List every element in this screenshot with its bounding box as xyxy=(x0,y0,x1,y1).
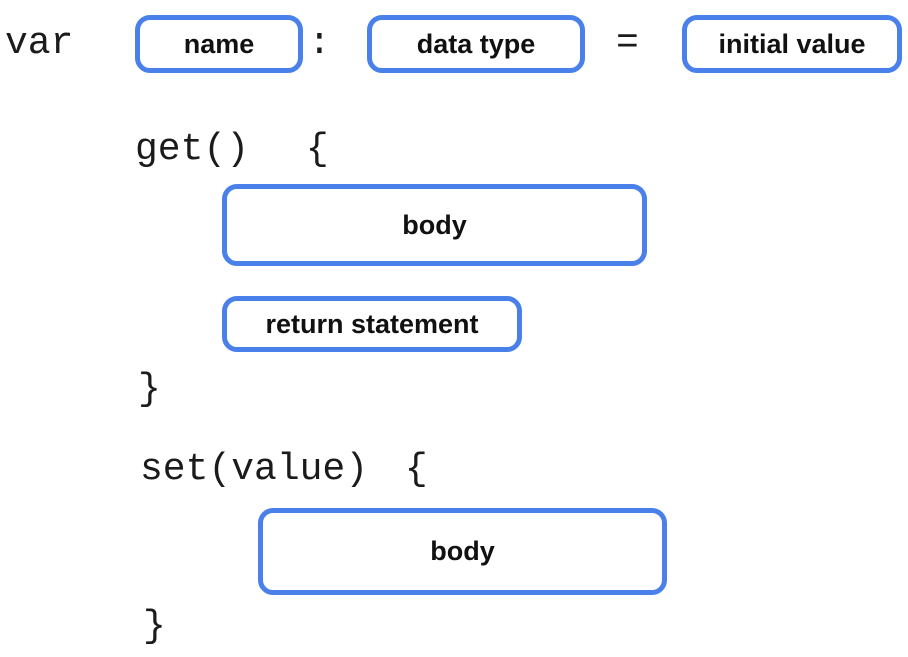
getter-body-box-label: body xyxy=(402,209,467,240)
setter-open-code: set(value) { xyxy=(140,448,428,491)
name-box: name xyxy=(135,15,303,73)
var-keyword: var xyxy=(5,22,74,65)
return-statement-box-label: return statement xyxy=(265,308,479,339)
setter-close-brace: } xyxy=(143,605,166,648)
getter-body-box: body xyxy=(222,184,647,266)
getter-open-code: get() { xyxy=(135,128,329,171)
data-type-box-label: data type xyxy=(416,28,536,59)
colon-separator: : xyxy=(308,22,331,65)
initial-value-box: initial value xyxy=(682,15,902,73)
return-statement-box: return statement xyxy=(222,296,522,352)
equals-sign: = xyxy=(616,22,639,65)
initial-value-box-label: initial value xyxy=(718,28,866,59)
getter-close-brace: } xyxy=(138,368,161,411)
setter-body-box: body xyxy=(258,508,667,595)
data-type-box: data type xyxy=(367,15,585,73)
setter-body-box-label: body xyxy=(430,536,495,566)
name-box-label: name xyxy=(183,28,255,59)
